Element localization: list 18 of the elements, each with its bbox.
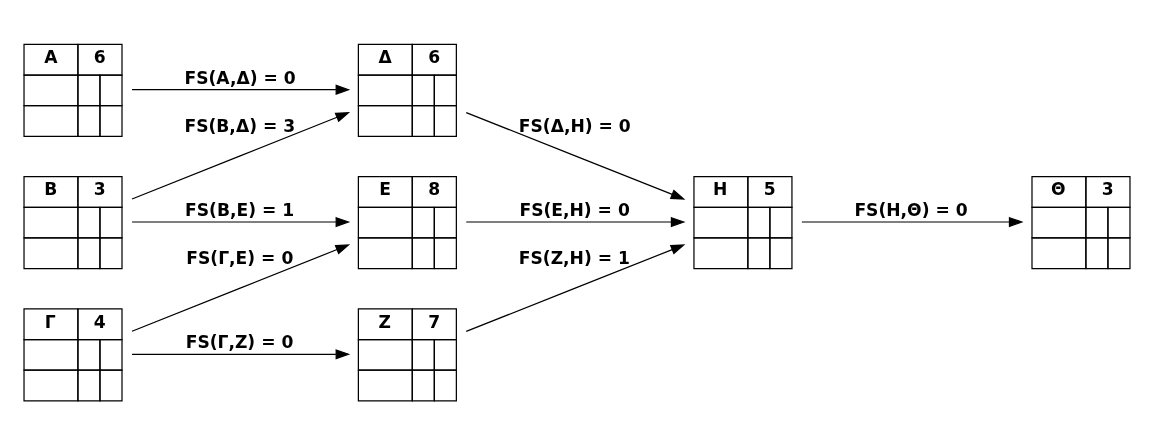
edge-label: FS(Z,H) = 1 (518, 247, 630, 268)
arrow (131, 84, 351, 95)
arrow (465, 216, 686, 227)
arrow (465, 111, 686, 200)
edge-label: FS(Γ,E) = 0 (186, 247, 294, 268)
edge-label: FS(Δ,H) = 0 (518, 115, 631, 136)
arrow (465, 243, 686, 332)
arrow (131, 243, 351, 332)
arrow (131, 216, 351, 227)
edge-label: FS(B,Δ) = 3 (184, 115, 296, 136)
arrow (131, 111, 351, 200)
edge-label: FS(B,E) = 1 (185, 199, 295, 220)
edge-label: FS(E,H) = 0 (519, 199, 630, 220)
edge-label: FS(Γ,Z) = 0 (185, 331, 294, 352)
edge-label: FS(A,Δ) = 0 (184, 67, 296, 88)
arrow (131, 348, 351, 359)
edge-label: FS(H,Θ) = 0 (854, 199, 968, 220)
arrow (801, 216, 1024, 227)
